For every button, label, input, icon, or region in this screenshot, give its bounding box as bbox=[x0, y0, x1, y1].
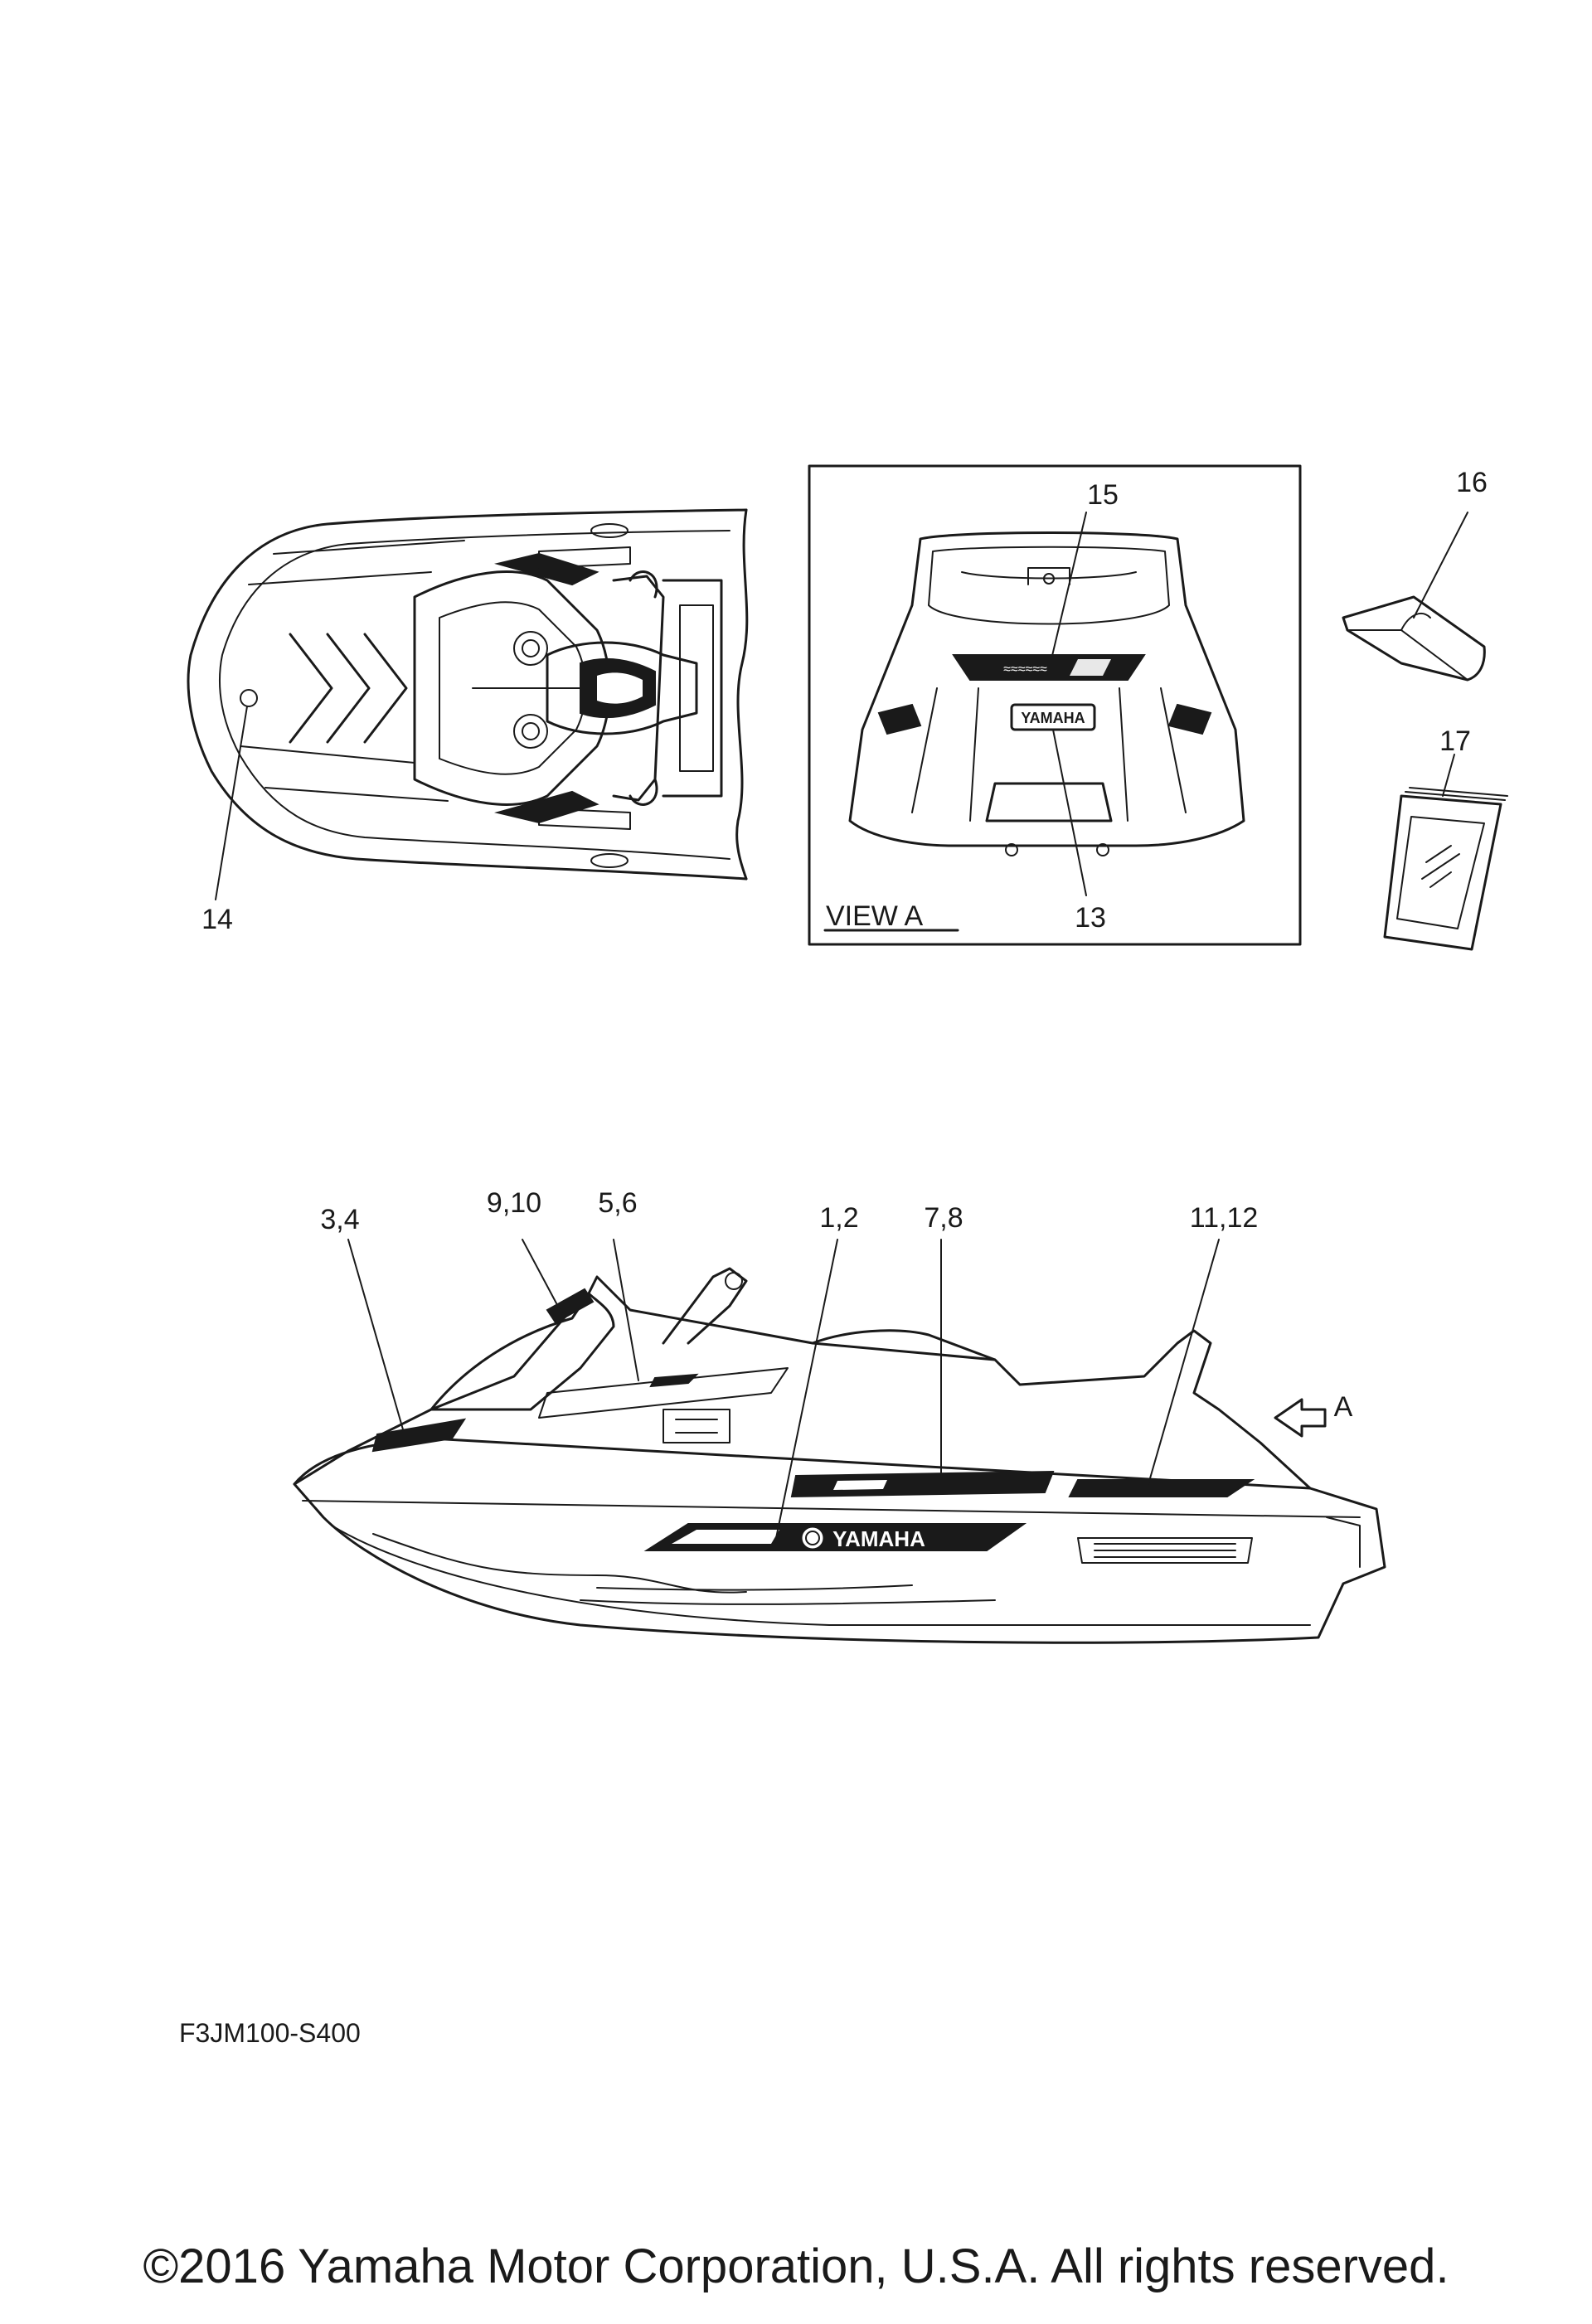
copyright-notice: ©2016 Yamaha Motor Corporation, U.S.A. A… bbox=[143, 2239, 1449, 2293]
side-brand-text: YAMAHA bbox=[832, 1526, 925, 1551]
top-view-watercraft bbox=[187, 508, 749, 900]
callout-14: 14 bbox=[201, 904, 233, 935]
callout-1-2: 1,2 bbox=[819, 1202, 858, 1234]
callout-7-8: 7,8 bbox=[924, 1202, 963, 1234]
arrow-a-label: A bbox=[1334, 1391, 1353, 1423]
callout-16: 16 bbox=[1456, 467, 1488, 498]
drawing-code: F3JM100-S400 bbox=[179, 2018, 361, 2048]
callout-5-6: 5,6 bbox=[598, 1187, 637, 1219]
callout-11-12: 11,12 bbox=[1190, 1202, 1259, 1234]
side-view-watercraft: YAMAHA bbox=[293, 1239, 1386, 1644]
brand-plate-text: YAMAHA bbox=[1021, 710, 1085, 726]
callout-3-4: 3,4 bbox=[320, 1204, 359, 1235]
callout-13: 13 bbox=[1075, 902, 1106, 934]
svg-text:≈≈≈≈≈≈: ≈≈≈≈≈≈ bbox=[1003, 662, 1047, 677]
item-16-pouch bbox=[1342, 512, 1486, 682]
view-a-panel: ≈≈≈≈≈≈ YAMAHA bbox=[808, 464, 1302, 946]
callout-17: 17 bbox=[1439, 725, 1471, 757]
callout-9-10: 9,10 bbox=[487, 1187, 541, 1219]
callout-15: 15 bbox=[1087, 479, 1119, 511]
view-a-label: VIEW A bbox=[826, 900, 923, 932]
item-17-sleeve bbox=[1383, 754, 1508, 951]
